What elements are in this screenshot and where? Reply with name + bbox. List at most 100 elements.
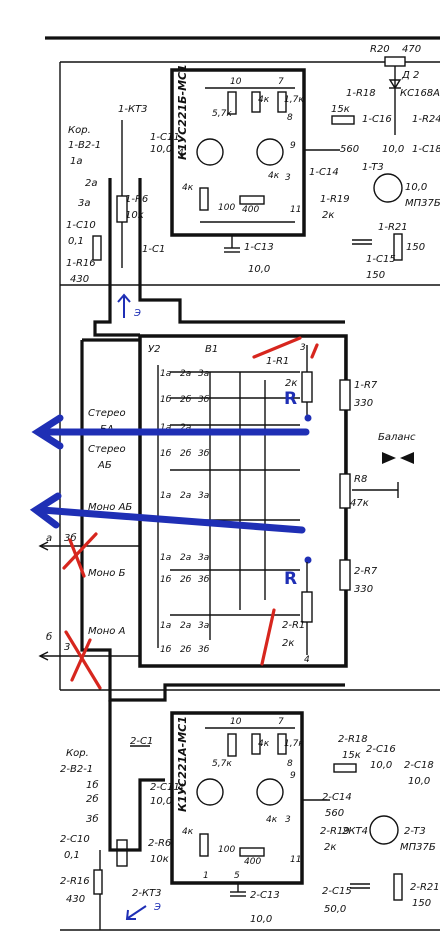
r100-bottom-label: 100 [218,845,235,855]
pin3-switch-top: 3 [300,343,306,353]
r21-top-value: 150 [406,242,425,253]
r4k-a-top-label: 4к [258,95,270,105]
contact-1b-1: 1б [160,395,172,405]
c11-top-label: 1-C11 [150,132,180,143]
r6-bottom-value: 10к [150,854,169,865]
contact-1a-1: 1а [160,369,171,379]
c18-bottom-label: 2-C18 [404,760,434,771]
contact-3b-5: 3б [198,645,210,655]
r17k-bottom-label: 1,7к [284,739,304,749]
r100-top [199,187,209,211]
c14-top-label: 1-C14 [309,167,339,178]
r6-top-pot [116,195,128,223]
bottom-signal-path [108,683,345,702]
r4k-c-top-label: 4к [182,183,194,193]
r100-top-label: 100 [218,203,235,213]
kt4-bottom-label: 2КТ4 [342,826,368,837]
r400-bottom [239,847,265,857]
r6-bottom-pot [116,839,128,867]
r19-top-value: 2к [322,210,334,221]
mode-stereo-ba-line1: Стерео [88,408,126,419]
switch-section: У2 В1 1а 2а 3а 1б 2б 3б 1а 2а 1б [29,334,416,690]
c13-value: 10,0 [248,264,270,275]
r4k-a-bottom [251,733,261,755]
mode-mono-a: Моно А [88,626,126,637]
red-mark-r2-1 [260,608,276,666]
r8-value: 47к [350,498,369,509]
pin9-bottom: 9 [290,771,296,781]
top-channel-amplifier: R20 470 Д 2 КС168А 1-R18 К1УС221Б-МС1 10… [45,36,440,690]
pin4-top: 4 [178,148,184,158]
output-b-label: б [46,631,52,643]
red-mark-r1-tick [310,343,319,359]
output-a-label: а [46,533,52,544]
c13-label: 1-C13 [244,242,274,253]
bottom-transistor-1 [196,778,224,806]
emitter-mark-top: Э [133,308,141,319]
c18-bottom-value: 10,0 [408,776,430,787]
blue-r-marker-top: R [284,389,297,409]
pin3-bottom: 3 [285,815,291,825]
c15-bottom-label: 2-C15 [322,886,352,897]
r1-resistor [301,371,313,403]
top-ic-box [170,68,306,237]
r1-blue-dot [304,414,312,422]
c16-bottom-value: 10,0 [370,760,392,771]
c11-bottom-label: 2-C11 [150,782,180,793]
r21-top-label: 1-R21 [378,222,408,233]
c18-top-label: 1-C18 [412,144,440,155]
r57k-top-label: 5,7к [212,109,232,119]
r16-bottom-value: 430 [66,894,85,905]
r400-bottom-label: 400 [244,857,261,867]
emitter-arrowhead-bottom [125,909,136,920]
top-transistor-1 [196,138,224,166]
r18-top-label: 1-R18 [346,88,376,99]
c10-top-label: 1-C10 [66,220,96,231]
contact-2b-1: 2б [180,395,192,405]
pin8-top: 8 [287,113,293,123]
top-signal-path-right [138,178,345,324]
kt3-top-label: 1-КТ3 [118,104,148,115]
r19-top-label: 1-R19 [320,194,350,205]
contact-2a-2: 2а [180,423,191,433]
red-cross-output-a-1 [62,532,98,570]
left-signal-contour [80,340,112,690]
r2-1-resistor [301,591,313,623]
pin10-top: 10 [230,77,242,87]
pos-3a-top: 3а [78,198,91,209]
contact-1a-2: 1а [160,423,171,433]
pin3-top: 3 [285,173,291,183]
r17k-top [277,91,287,113]
t3-top-cap-value: 10,0 [405,182,427,193]
r100-bottom [199,833,209,857]
c10-bottom-value: 0,1 [64,850,80,861]
bottom-ic-box [170,711,304,885]
pos-2a-top: 2а [85,178,98,189]
t3-top-label: 1-T3 [362,162,384,173]
pin11-top: 11 [290,205,301,215]
contact-3a-5: 3а [198,621,209,631]
pin7-top: 7 [278,77,284,87]
top-transistor-2 [256,138,284,166]
balance-arrow-right [400,452,414,464]
contact-1b-2: 1б [160,449,172,459]
r57k-bottom-label: 5,7к [212,759,232,769]
r4k-c-bottom-label: 4к [182,827,194,837]
r6-top-value: 10к [125,210,144,221]
blue-arrow-bottom [38,506,306,534]
bottom-channel-amplifier: К1УС221А-МС1 10 7 5,7к 4к 1,7к 8 9 4 4к … [60,683,440,931]
r400-top-label: 400 [242,205,259,215]
pin1-bottom: 1 [203,871,209,881]
r20-label: R20 [370,44,390,55]
r17k-bottom [277,733,287,755]
r4k-a-bottom-label: 4к [258,739,270,749]
r16-bottom-resistor [93,869,103,895]
r18-bottom-pot [333,763,357,773]
r16-top-label: 1-R16 [66,258,96,269]
c10-top-value: 0,1 [68,236,84,247]
r21-top-resistor [393,233,403,261]
r17k-top-label: 1,7к [284,95,304,105]
c11-top-value: 10,0 [150,144,172,155]
c16-top-label: 1-C16 [362,114,392,125]
